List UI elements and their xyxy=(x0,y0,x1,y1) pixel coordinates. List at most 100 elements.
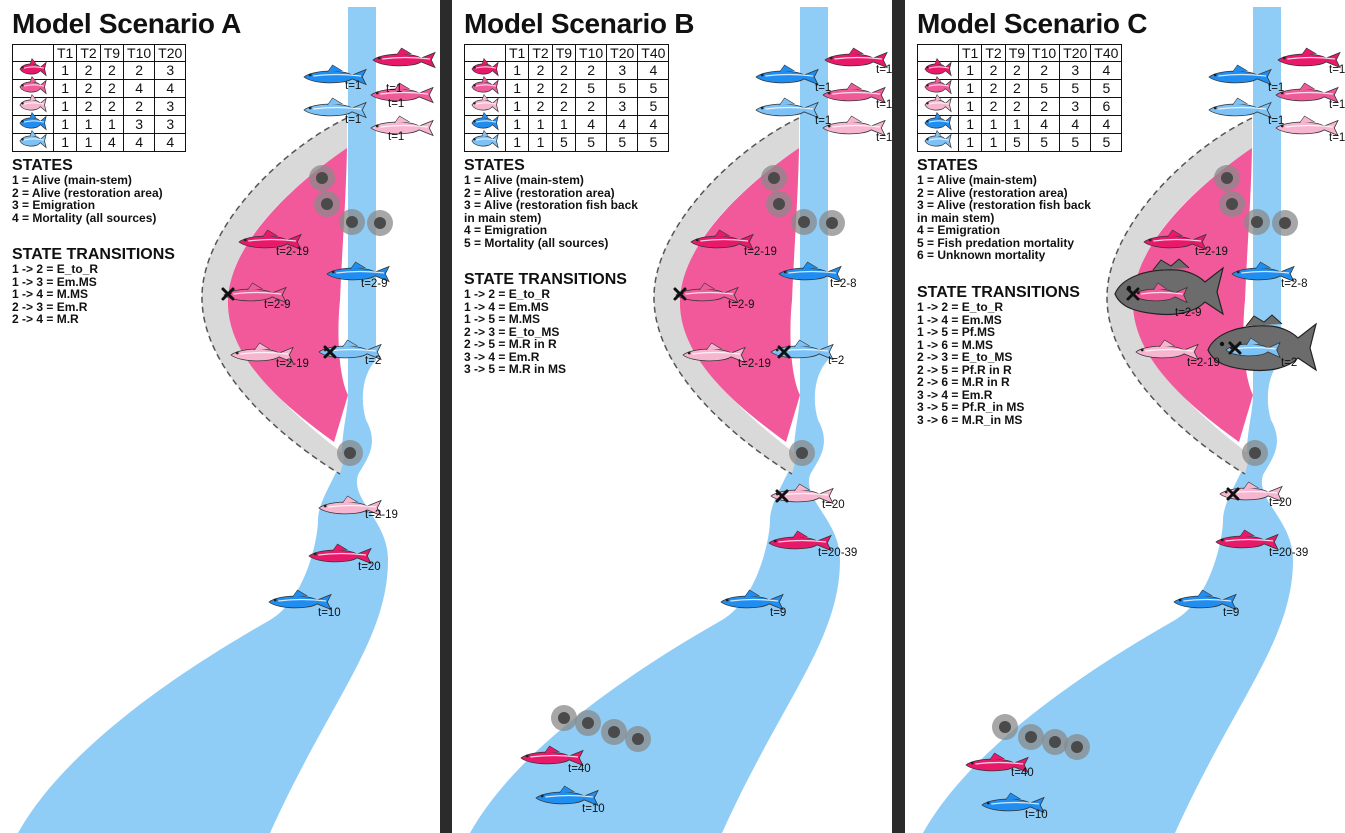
state-cell: 4 xyxy=(123,79,156,98)
fish-icon xyxy=(1135,339,1199,361)
state-cell: 2 xyxy=(1004,97,1030,116)
column-header: T1 xyxy=(52,44,78,62)
time-label: t=1 xyxy=(815,82,832,94)
transition-item: 1 -> 4 = Em.MS xyxy=(917,312,1002,327)
receiver-icon xyxy=(819,210,845,236)
fish-icon xyxy=(1231,261,1295,283)
transition-item: 1 -> 2 = E_to_R xyxy=(12,262,99,276)
state-cell: 1 xyxy=(981,115,1006,134)
states-heading: STATES xyxy=(12,157,73,174)
time-label: t=1 xyxy=(1268,115,1285,127)
fish-icon xyxy=(1132,282,1188,304)
column-header: T10 xyxy=(123,44,156,62)
x-mark-icon xyxy=(775,489,789,503)
fish-swatch-cell xyxy=(12,57,54,80)
state-cell: 4 xyxy=(1059,115,1092,134)
state-cell: 1 xyxy=(504,61,530,80)
receiver-icon xyxy=(1064,734,1090,760)
time-label: t=1 xyxy=(345,114,362,126)
state-item: 2 = Alive (restoration area) xyxy=(12,185,163,200)
fish-swatch-cell xyxy=(464,75,506,98)
fish-icon xyxy=(19,129,47,149)
column-header: T2 xyxy=(76,44,101,62)
receiver-icon xyxy=(367,210,393,236)
time-label: t=1 xyxy=(345,80,362,92)
time-label: t=2 xyxy=(828,355,845,367)
state-item: 1 = Alive (main-stem) xyxy=(917,173,1037,187)
scenario-title: Model Scenario B xyxy=(464,8,695,39)
fish-icon xyxy=(924,57,952,77)
state-cell: 1 xyxy=(957,61,983,80)
state-cell: 1 xyxy=(52,97,78,116)
fish-icon xyxy=(1275,115,1339,137)
fish-icon xyxy=(303,97,367,119)
fish-icon xyxy=(682,342,746,364)
state-cell: 3 xyxy=(606,61,639,80)
receiver-icon xyxy=(339,209,365,235)
receiver-icon xyxy=(601,719,627,745)
scenario-title: Model Scenario A xyxy=(12,8,242,39)
time-label: t=2-19 xyxy=(744,246,777,258)
receiver-icon xyxy=(1214,165,1240,191)
state-cell: 1 xyxy=(52,133,78,152)
state-cell: 2 xyxy=(99,79,125,98)
state-item: 4 = Emigration xyxy=(917,223,1001,237)
transition-item: 3 -> 6 = M.R_in MS xyxy=(917,412,1023,427)
state-item: 5 = Mortality (all sources) xyxy=(464,235,609,250)
fish-swatch-cell xyxy=(917,75,959,98)
fish-swatch-cell xyxy=(917,93,959,116)
time-label: t=1 xyxy=(386,83,403,95)
fish-icon xyxy=(19,75,47,95)
fish-icon xyxy=(19,57,47,77)
receiver-icon xyxy=(789,440,815,466)
state-cell: 2 xyxy=(551,97,577,116)
fish-icon xyxy=(370,82,434,104)
column-header: T1 xyxy=(957,44,983,62)
state-cell: 5 xyxy=(637,79,670,98)
state-cell: 3 xyxy=(1059,61,1092,80)
receiver-icon xyxy=(766,191,792,217)
fish-icon xyxy=(690,229,754,251)
column-header: T9 xyxy=(1004,44,1030,62)
restoration-boundary xyxy=(201,117,348,475)
state-cell: 2 xyxy=(99,61,125,80)
fish-icon xyxy=(720,589,784,611)
receiver-icon xyxy=(1244,209,1270,235)
state-item: 2 = Alive (restoration area) xyxy=(464,185,615,200)
time-label: t=2 xyxy=(1281,357,1298,369)
floodplain-area xyxy=(653,118,799,474)
transition-item: 3 -> 4 = Em.R xyxy=(464,349,540,364)
state-cell: 2 xyxy=(981,61,1006,80)
time-label: t=2-8 xyxy=(1281,278,1308,290)
state-cell: 2 xyxy=(981,79,1006,98)
fish-icon xyxy=(1208,64,1272,86)
time-label: t=9 xyxy=(770,607,787,619)
time-label: t=20 xyxy=(1269,497,1292,509)
state-cell: 1 xyxy=(957,115,983,134)
restoration-boundary xyxy=(1106,117,1253,475)
state-cell: 1 xyxy=(504,115,530,134)
state-cell: 1 xyxy=(52,79,78,98)
state-cell: 4 xyxy=(99,133,125,152)
fish-icon xyxy=(471,93,499,113)
state-item: 6 = Unknown mortality xyxy=(917,248,1046,262)
time-label: t=2-9 xyxy=(361,278,388,290)
x-mark-icon xyxy=(777,345,791,359)
x-mark-icon xyxy=(323,345,337,359)
state-cell: 5 xyxy=(606,79,639,98)
fish-icon xyxy=(471,75,499,95)
column-header: T40 xyxy=(637,44,670,62)
receiver-icon xyxy=(1219,191,1245,217)
receiver-icon xyxy=(1018,724,1044,750)
state-cell: 1 xyxy=(957,79,983,98)
time-label: t=1 xyxy=(876,99,893,111)
fish-icon xyxy=(230,342,294,364)
transition-item: 1 -> 2 = E_to_R xyxy=(464,287,551,301)
fish-icon xyxy=(19,111,47,131)
